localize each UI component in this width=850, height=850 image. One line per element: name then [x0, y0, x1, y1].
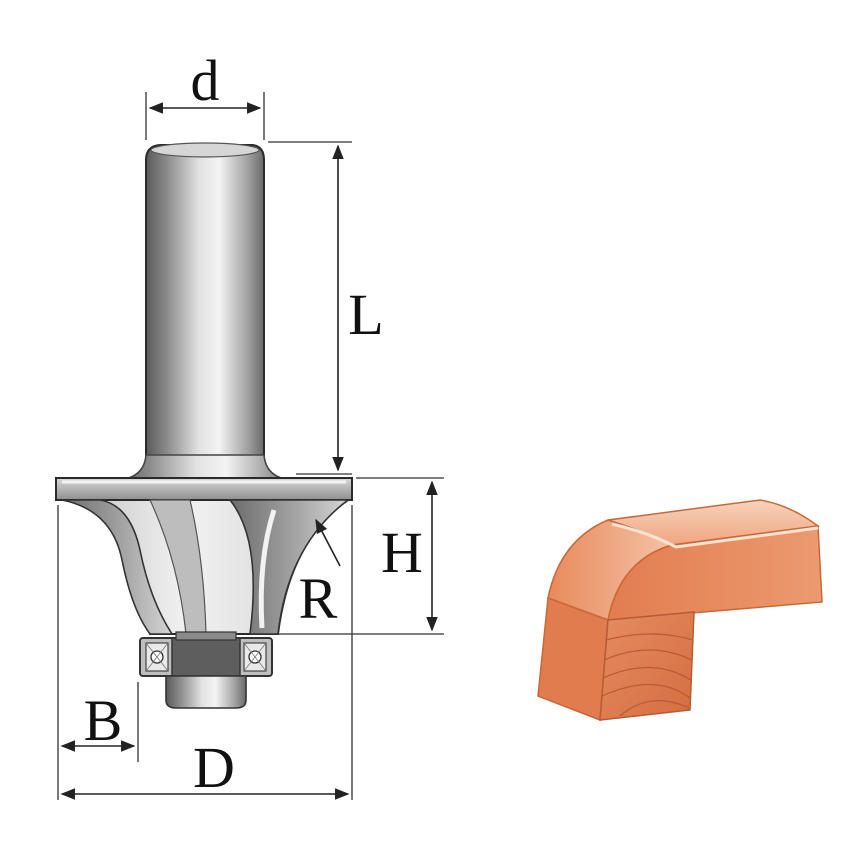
wood-end-grain	[599, 611, 695, 721]
label-B: B	[84, 688, 123, 753]
label-H: H	[381, 520, 423, 585]
wood-lower-left	[537, 596, 609, 722]
label-d: d	[191, 48, 220, 113]
label-L: L	[348, 282, 383, 347]
wood-top-highlight	[611, 522, 819, 549]
left-blade	[61, 499, 174, 635]
bearing-screw	[165, 675, 247, 709]
bearing-collar	[175, 631, 237, 641]
bearing-inner	[171, 637, 241, 677]
router-bit	[55, 142, 353, 709]
shank-top-face	[150, 142, 260, 158]
dimensions	[57, 92, 444, 800]
label-R: R	[299, 566, 338, 631]
shank-fillet	[117, 454, 293, 481]
bearing-hatch	[145, 642, 267, 672]
label-D: D	[193, 735, 235, 800]
wood-upper-front	[607, 525, 823, 621]
wood-grain-rings	[601, 633, 694, 717]
dimension-labels: d L H R B D	[84, 48, 423, 800]
shank	[145, 144, 265, 471]
R-leader-line	[315, 518, 341, 567]
right-blade-highlight	[258, 509, 277, 629]
wood-profile	[537, 499, 823, 722]
